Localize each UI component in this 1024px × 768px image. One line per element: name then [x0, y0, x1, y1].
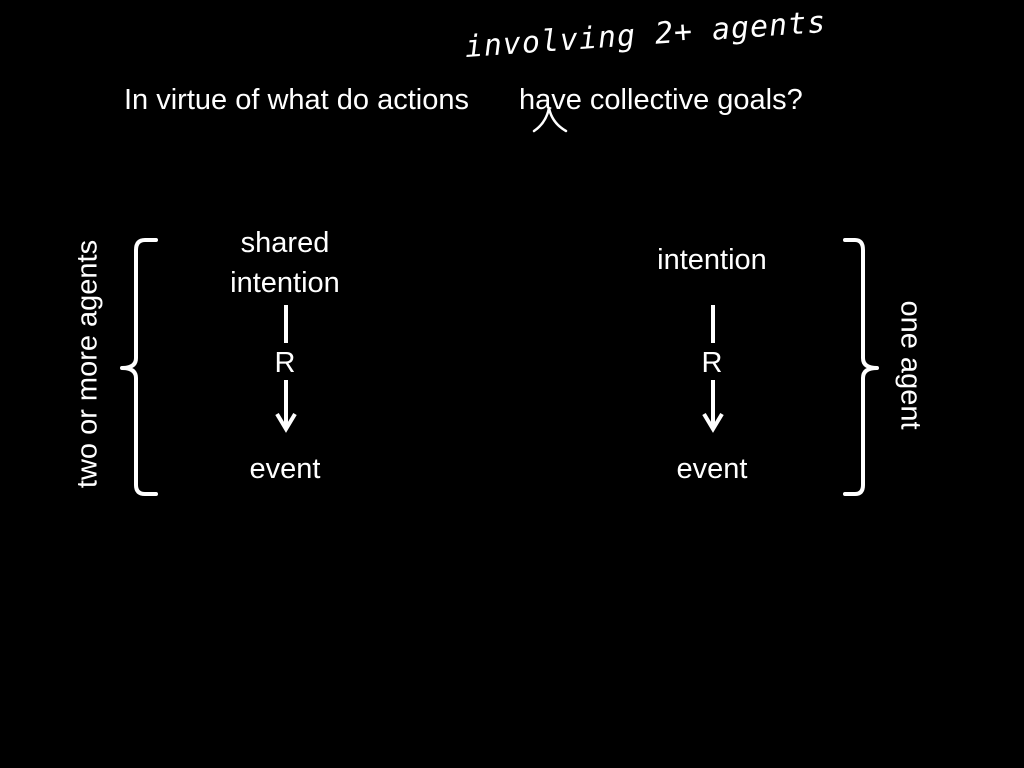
left-top-label: shared intention: [205, 223, 365, 303]
left-bottom-label: event: [249, 453, 321, 485]
right-curly-bracket: [843, 238, 879, 496]
right-top-label: intention: [657, 244, 767, 276]
left-curly-bracket: [120, 238, 158, 496]
question-part1: In virtue of what do actions: [124, 84, 469, 116]
left-arrow-head: [275, 412, 297, 433]
left-top-line2: intention: [230, 267, 340, 299]
question-part2: have collective goals?: [518, 84, 803, 116]
insertion-caret-mark: [532, 107, 568, 133]
right-bottom-label: event: [676, 453, 748, 485]
left-top-line1: shared: [240, 227, 330, 259]
left-relation-label: R: [274, 347, 296, 379]
question-title: In virtue of what do actions have collect…: [124, 84, 803, 117]
right-arrow-head: [702, 412, 724, 433]
right-relation-label: R: [701, 347, 723, 379]
